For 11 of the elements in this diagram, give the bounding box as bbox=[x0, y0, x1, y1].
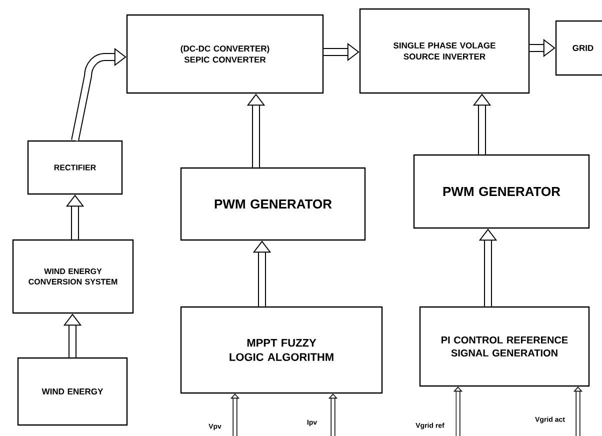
process-box: SINGLE PHASE VOLAGE SOURCE INVERTER bbox=[359, 8, 530, 94]
process-box: (DC-DC CONVERTER) SEPIC CONVERTER bbox=[126, 14, 324, 94]
process-box: MPPT FUZZY LOGIC ALGORITHM bbox=[180, 306, 383, 394]
process-box: PI CONTROL REFERENCE SIGNAL GENERATION bbox=[419, 306, 590, 387]
process-box: PWM GENERATOR bbox=[180, 167, 366, 241]
process-box: WIND ENERGY bbox=[17, 357, 128, 426]
process-box: PWM GENERATOR bbox=[413, 154, 590, 229]
arrow bbox=[71, 48, 126, 142]
process-box: GRID bbox=[555, 20, 602, 76]
process-box: WIND ENERGY CONVERSION SYSTEM bbox=[12, 239, 134, 314]
process-box: RECTIFIER bbox=[27, 140, 123, 195]
